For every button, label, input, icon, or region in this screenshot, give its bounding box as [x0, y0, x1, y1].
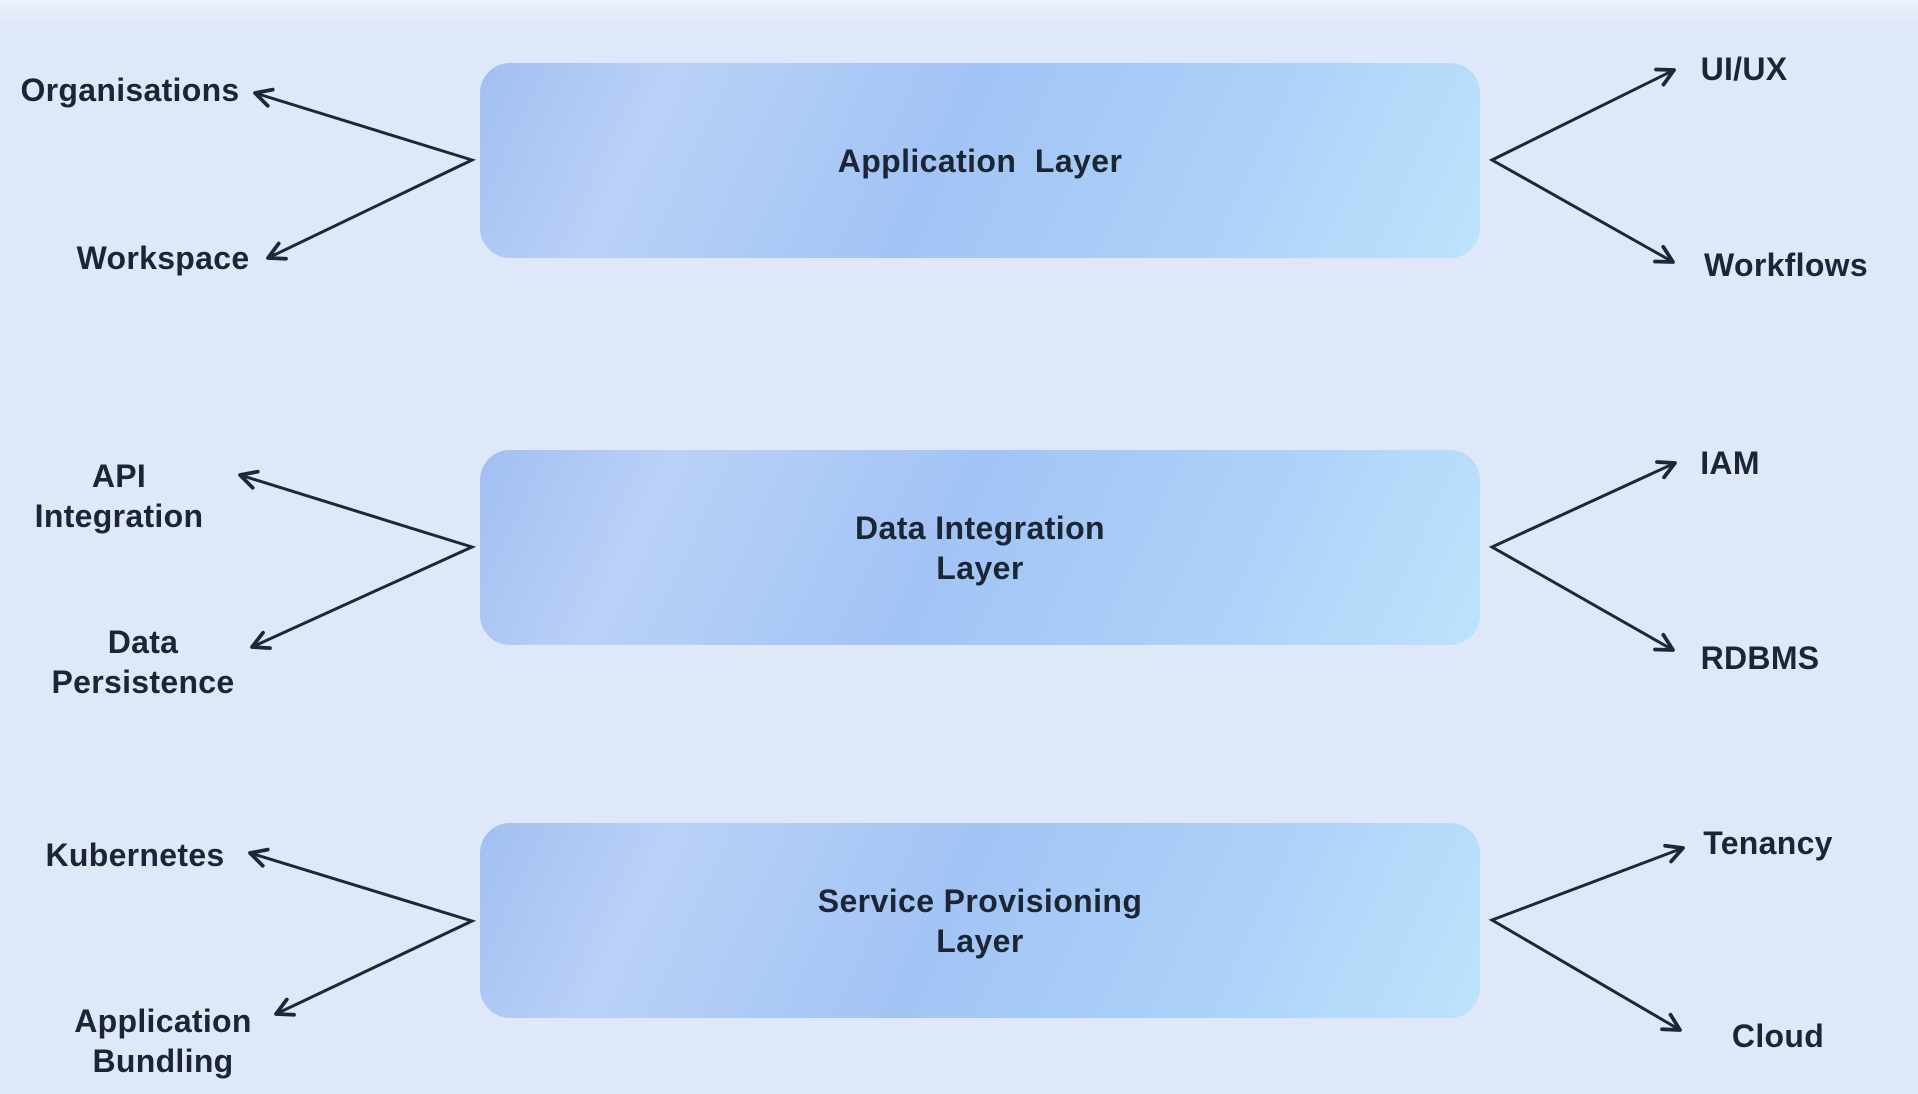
layer-box-service-provisioning: Service Provisioning Layer: [480, 823, 1480, 1018]
label-rdbms: RDBMS: [1700, 640, 1820, 676]
label-application-bundling: Application Bundling: [74, 1003, 252, 1079]
arrow-application-left-pair: [253, 87, 477, 261]
label-workflows: Workflows: [1704, 247, 1868, 283]
label-data-persistence: Data Persistence: [51, 624, 235, 700]
label-workspace: Workspace: [76, 240, 250, 276]
layer-box-data-integration: Data Integration Layer: [480, 450, 1480, 645]
label-cloud: Cloud: [1731, 1018, 1825, 1054]
arrow-data-integration-right-pair: [1488, 460, 1677, 652]
label-tenancy: Tenancy: [1703, 825, 1833, 861]
layer-title-data-integration: Data Integration Layer: [855, 509, 1105, 586]
layer-title-service-provisioning: Service Provisioning Layer: [817, 882, 1143, 959]
label-organisations: Organisations: [20, 72, 240, 108]
arrow-data-integration-left-pair: [238, 469, 477, 650]
label-ui-ux: UI/UX: [1700, 51, 1788, 87]
layer-title-application: Application Layer: [837, 142, 1123, 179]
arrow-service-provisioning-right-pair: [1488, 843, 1685, 1032]
label-kubernetes: Kubernetes: [45, 837, 225, 873]
label-api-integration: API Integration: [34, 458, 204, 534]
arrow-application-right-pair: [1488, 67, 1676, 264]
label-iam: IAM: [1700, 445, 1760, 481]
layer-box-application: Application Layer: [480, 63, 1480, 258]
arrow-service-provisioning-left-pair: [248, 847, 477, 1017]
